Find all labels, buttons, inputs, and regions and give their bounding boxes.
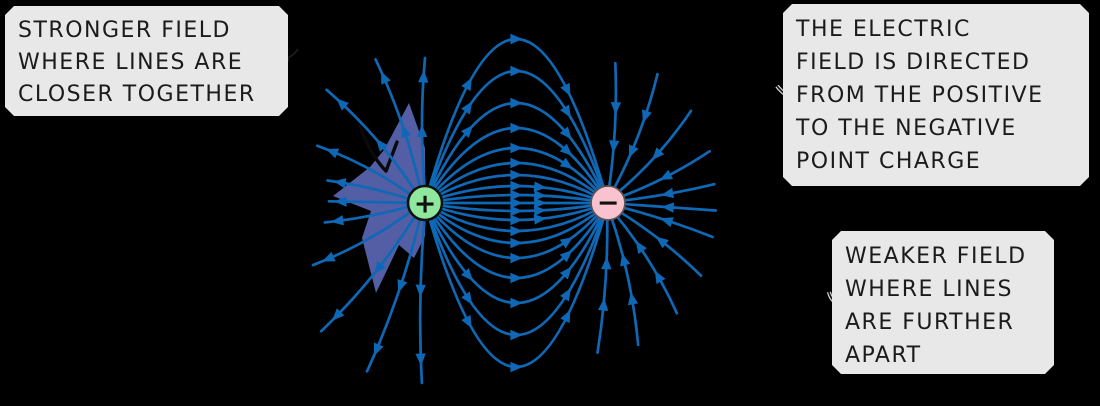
callout-text-line: THE ELECTRIC: [796, 17, 971, 42]
positive-charge-circle: [406, 184, 444, 222]
annotation-arrow: [333, 103, 425, 293]
annotation-check-mark: [358, 124, 399, 173]
callout-text-line: WHERE LINES: [845, 277, 1013, 302]
minus-symbol: −: [597, 188, 620, 219]
callout-field-direction: THE ELECTRIC FIELD IS DIRECTED FROM THE …: [783, 4, 1089, 186]
callout-text-line: FROM THE POSITIVE: [796, 83, 1044, 108]
plus-symbol: +: [414, 189, 437, 220]
callout-text-line: ARE FURTHER: [845, 310, 1015, 335]
callout-text-line: TO THE NEGATIVE: [796, 116, 1017, 141]
negative-charge-circle: [590, 185, 626, 221]
callout-text-line: WEAKER FIELD: [845, 244, 1027, 269]
callout-text-line: APART: [845, 343, 922, 368]
field-lines: [311, 33, 718, 385]
callout-text-line: CLOSER TOGETHER: [18, 82, 256, 107]
callout-text-line: POINT CHARGE: [796, 149, 982, 174]
callout-text-line: FIELD IS DIRECTED: [796, 50, 1031, 75]
positive-charge: +: [406, 184, 444, 222]
negative-charge: −: [590, 185, 626, 221]
callout-text-line: STRONGER FIELD: [18, 18, 231, 43]
callout-text-line: WHERE LINES ARE: [18, 50, 244, 75]
callout-stronger-field: STRONGER FIELD WHERE LINES ARE CLOSER TO…: [5, 6, 288, 116]
callout-weaker-field: WEAKER FIELD WHERE LINES ARE FURTHER APA…: [832, 231, 1054, 374]
